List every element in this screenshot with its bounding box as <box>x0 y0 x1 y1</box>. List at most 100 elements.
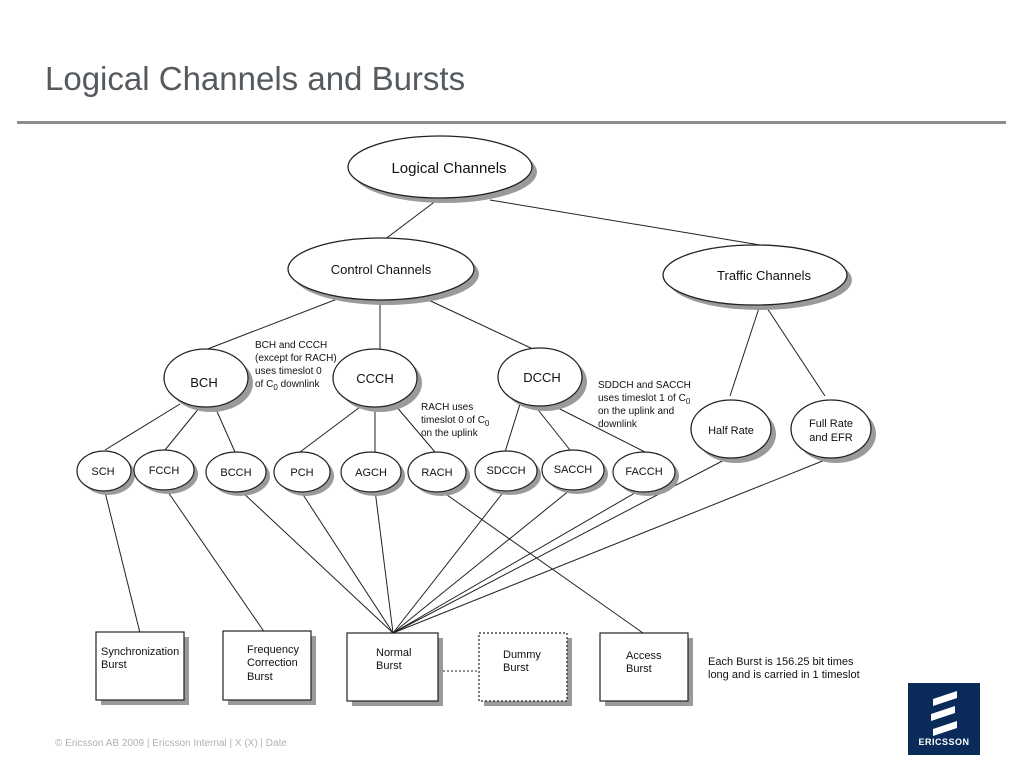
node-dcch-label: DCCH <box>523 370 561 385</box>
edge-sdcch-normal <box>392 489 506 634</box>
burst-freq-label-1: Frequency <box>247 644 299 656</box>
edge-bch-bcch <box>214 406 236 453</box>
node-dcch: DCCH <box>497 347 587 411</box>
node-rach: RACH <box>407 451 470 496</box>
node-sch: SCH <box>76 450 135 495</box>
edge-bch-sch <box>104 403 181 451</box>
note-burst-line2: long and is carried in 1 timeslot <box>708 669 860 681</box>
node-facch: FACCH <box>612 451 679 496</box>
edge-dcch-sdcch <box>504 403 521 453</box>
note-sddch-line3: on the uplink and <box>598 406 674 417</box>
burst-dummy-label-2: Burst <box>503 662 529 674</box>
burst-access-label-1: Access <box>626 650 662 662</box>
note-sddch-line1: SDDCH and SACCH <box>598 380 691 391</box>
node-sch-label: SCH <box>91 466 114 478</box>
burst-sync-label-1: Synchronization <box>101 646 179 658</box>
node-logical-channels: Logical Channels <box>347 135 537 203</box>
node-fcch-label: FCCH <box>149 465 180 477</box>
node-traffic-channels-label: Traffic Channels <box>717 268 811 283</box>
edge-ccch-rach <box>394 404 436 453</box>
edge-facch-normal <box>392 489 641 634</box>
node-control-channels: Control Channels <box>287 237 479 305</box>
edge-bch-fcch <box>164 406 201 451</box>
node-bcch: BCCH <box>205 451 270 496</box>
node-bch-label: BCH <box>190 375 217 390</box>
slide-footer: © Ericsson AB 2009 | Ericsson Internal |… <box>55 738 287 749</box>
burst-normal: Normal Burst <box>346 632 443 706</box>
note-burst: Each Burst is 156.25 bit times long and … <box>708 656 860 681</box>
note-rach: RACH uses timeslot 0 of C0 on the uplink <box>421 402 490 439</box>
title-divider <box>17 121 1006 124</box>
edge-dcch-facch <box>549 403 646 453</box>
node-logical-channels-label: Logical Channels <box>391 160 506 177</box>
edge-pch-normal <box>299 489 394 634</box>
node-traffic-channels: Traffic Channels <box>662 244 852 310</box>
edge-logical-control <box>379 199 438 244</box>
burst-access: Access Burst <box>599 632 693 706</box>
node-sacch: SACCH <box>541 449 608 494</box>
node-sacch-label: SACCH <box>554 464 593 476</box>
edge-dcch-sacch <box>534 405 571 451</box>
node-full-rate-label-2: and EFR <box>809 432 852 444</box>
node-control-channels-label: Control Channels <box>331 262 432 277</box>
note-rach-line1: RACH uses <box>421 402 473 413</box>
burst-normal-label-1: Normal <box>376 647 411 659</box>
ericsson-logo: ERICSSON <box>908 683 980 755</box>
edge-traffic-fullrate <box>764 304 826 397</box>
node-half-rate: Half Rate <box>690 399 776 463</box>
burst-normal-label-2: Burst <box>376 660 402 672</box>
edge-agch-normal <box>374 489 394 634</box>
node-rach-label: RACH <box>421 467 452 479</box>
edge-fcch-freq <box>167 491 266 634</box>
connector-lines <box>104 199 831 672</box>
note-bch-ccch: BCH and CCCH (except for RACH) uses time… <box>255 340 337 392</box>
edge-logical-traffic <box>489 199 761 246</box>
edge-sch-sync <box>104 491 141 634</box>
edge-fullrate-normal <box>392 457 831 634</box>
edge-control-dcch <box>419 295 536 351</box>
node-half-rate-label: Half Rate <box>708 425 754 437</box>
note-burst-line1: Each Burst is 156.25 bit times <box>708 656 854 668</box>
node-bcch-label: BCCH <box>220 467 251 479</box>
node-full-rate-label-1: Full Rate <box>809 418 853 430</box>
burst-frequency-correction: Frequency Correction Burst <box>222 630 316 705</box>
edge-control-bch <box>204 295 346 351</box>
node-sdcch-label: SDCCH <box>486 465 525 477</box>
node-ccch-label: CCCH <box>356 371 394 386</box>
note-sddch-line2: uses timeslot 1 of C0 <box>598 393 691 406</box>
node-full-rate: Full Rate and EFR <box>790 399 876 463</box>
note-rach-line2: timeslot 0 of C0 <box>421 415 490 428</box>
node-fcch: FCCH <box>133 449 198 494</box>
burst-synchronization: Synchronization Burst <box>95 631 189 705</box>
ericsson-mark-icon <box>931 691 957 736</box>
node-sdcch: SDCCH <box>474 450 541 495</box>
note-rach-line3: on the uplink <box>421 428 479 439</box>
burst-sync-label-2: Burst <box>101 659 127 671</box>
note-sddch: SDDCH and SACCH uses timeslot 1 of C0 on… <box>598 380 691 430</box>
burst-dummy: Dummy Burst <box>478 632 572 706</box>
node-pch: PCH <box>273 451 334 496</box>
note-bch-ccch-line1: BCH and CCCH <box>255 340 327 351</box>
edge-traffic-halfrate <box>729 304 761 397</box>
burst-freq-label-2: Correction <box>247 657 298 669</box>
burst-freq-label-3: Burst <box>247 671 273 683</box>
note-sddch-line4: downlink <box>598 419 638 430</box>
node-bch: BCH <box>163 348 253 412</box>
node-pch-label: PCH <box>290 467 313 479</box>
burst-access-label-2: Burst <box>626 663 652 675</box>
edge-rach-access <box>439 489 644 634</box>
note-bch-ccch-line3: uses timeslot 0 <box>255 366 322 377</box>
slide-title: Logical Channels and Bursts <box>45 60 466 97</box>
edge-ccch-pch <box>299 406 361 453</box>
note-bch-ccch-line2: (except for RACH) <box>255 353 337 364</box>
node-ccch: CCCH <box>332 348 422 412</box>
burst-dummy-label-1: Dummy <box>503 649 541 661</box>
ericsson-logo-text: ERICSSON <box>918 737 970 747</box>
node-agch: AGCH <box>340 451 405 496</box>
edge-sacch-normal <box>392 489 571 634</box>
node-facch-label: FACCH <box>625 466 662 478</box>
note-bch-ccch-line4: of C0 downlink <box>255 379 320 392</box>
edge-bcch-normal <box>239 489 394 634</box>
node-agch-label: AGCH <box>355 467 387 479</box>
